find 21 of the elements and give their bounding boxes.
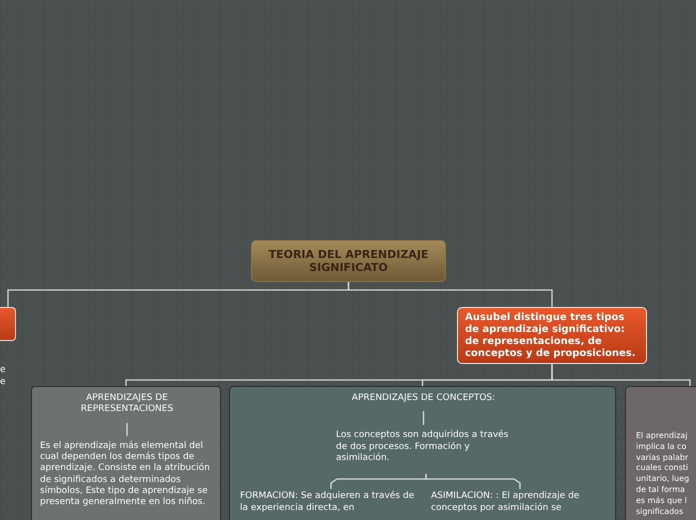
connector-line — [348, 282, 553, 307]
description-text: Los conceptos son adquiridos a través de dos procesos. Formación y asimilación. — [336, 430, 510, 464]
description-text: FORMACION: Se adquieren a través de la experiencia directa, en — [240, 491, 416, 514]
category-panel — [625, 386, 696, 520]
connector-line — [425, 474, 521, 489]
heading-text: APRENDIZAJES DE REPRESENTACIONES — [80, 393, 174, 415]
heading-text: APRENDIZAJES DE CONCEPTOS: — [350, 393, 496, 404]
text-fragment: e — [0, 377, 6, 387]
category-panel — [31, 386, 221, 520]
connector-line — [126, 423, 128, 436]
connector-line — [551, 364, 691, 386]
description-text: ASIMILACION: : El aprendizaje de conceptos por asimilación se — [431, 491, 580, 514]
connector-line — [422, 411, 424, 425]
topic-text: Ausubel distingue tres tipos de aprendizaje significativo: de representaciones, de conceptos y de proposiciones. — [465, 312, 637, 360]
category-panel — [229, 386, 616, 520]
description-text: Es el aprendizaje más elemental del cual dependen los demás tipos de aprendizaje. Consiste en la atribución de significados a determinados símbolos, Este tipo de aprendizaje se presenta generalmente en los niños. — [40, 441, 211, 508]
topic-box — [457, 307, 647, 364]
description-text: El aprendizaj implica la co varias palabr cuales consti unitario, lueg de tal forma es más que l significados — [636, 431, 690, 518]
title-text: TEORIA DEL APRENDIZAJE SIGNIFICATO — [268, 248, 430, 274]
text-fragment: e — [0, 365, 6, 375]
title-box — [251, 240, 446, 282]
